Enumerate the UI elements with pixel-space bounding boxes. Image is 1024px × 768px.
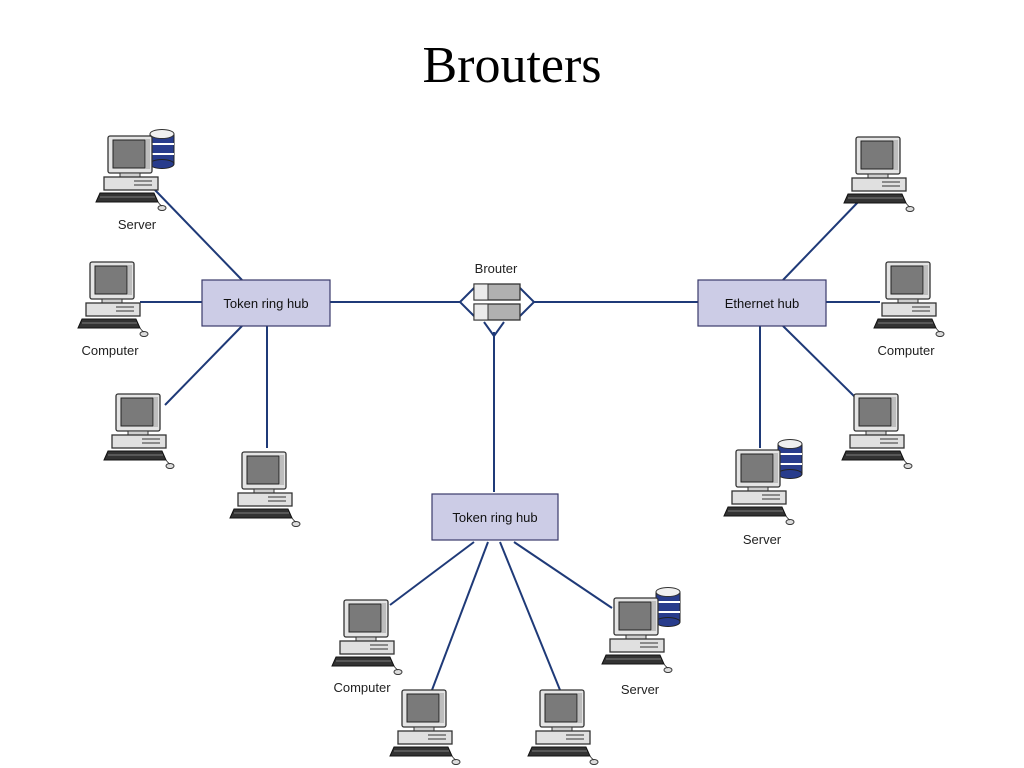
hub-bottom-label: Token ring hub bbox=[452, 510, 537, 525]
brouter-icon bbox=[458, 283, 536, 338]
left-server-label: Server bbox=[118, 217, 157, 232]
server-icon bbox=[723, 438, 803, 526]
right-computer-label: Computer bbox=[877, 343, 935, 358]
links bbox=[140, 189, 880, 691]
computer-icon bbox=[527, 689, 599, 766]
link bbox=[431, 541, 489, 691]
page-title: Brouters bbox=[422, 37, 602, 94]
computer-icon bbox=[389, 689, 461, 766]
brouter-label: Brouter bbox=[475, 261, 518, 276]
link bbox=[513, 541, 613, 609]
computer-icon bbox=[841, 393, 913, 470]
computer-icon bbox=[103, 393, 175, 470]
hub-left-label: Token ring hub bbox=[223, 296, 308, 311]
hub-bottom: Token ring hub bbox=[431, 493, 559, 541]
link bbox=[499, 541, 561, 691]
link bbox=[782, 199, 861, 281]
server-icon bbox=[601, 586, 681, 674]
hub-right: Ethernet hub bbox=[697, 279, 827, 327]
computer-icon bbox=[873, 261, 945, 338]
hub-right-label: Ethernet hub bbox=[725, 296, 799, 311]
hub-left: Token ring hub bbox=[201, 279, 331, 327]
bottom-server-label: Server bbox=[621, 682, 660, 697]
link bbox=[782, 325, 859, 401]
computer-icon bbox=[331, 599, 403, 676]
left-computer-label: Computer bbox=[81, 343, 139, 358]
computer-icon bbox=[77, 261, 149, 338]
link bbox=[154, 189, 243, 281]
computer-icon bbox=[843, 136, 915, 213]
bottom-computer-label: Computer bbox=[333, 680, 391, 695]
right-server-label: Server bbox=[743, 532, 782, 547]
link bbox=[389, 541, 475, 606]
computer-icon bbox=[229, 451, 301, 528]
link bbox=[164, 325, 243, 406]
